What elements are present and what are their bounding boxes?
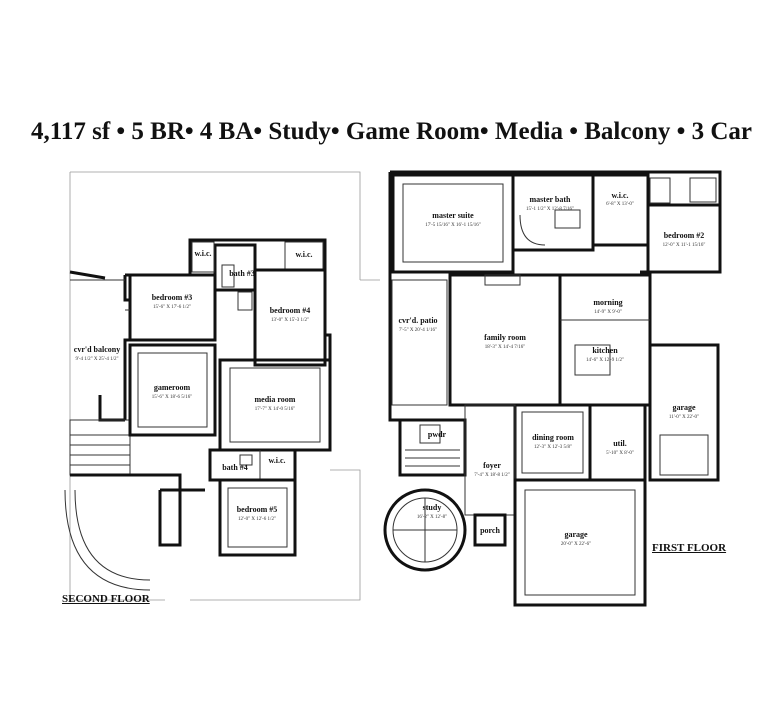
room-label: master suite [432, 211, 474, 220]
room-label: bath #4 [222, 463, 248, 472]
room-dims: 20'-0" X 22'-6" [561, 542, 591, 547]
room-label: bath #3 [229, 269, 255, 278]
room-label: cvr'd balcony [74, 345, 120, 354]
room-label: pwdr [428, 430, 447, 439]
room-dims: 5'-10" X 8'-0" [606, 451, 634, 456]
room-dims: 9'-4 1/2" X 25'-4 1/2" [75, 357, 118, 362]
room-label: w.i.c. [611, 191, 628, 200]
room-dims: 12'-0" X 12'-6 1/2" [238, 517, 276, 522]
room-label: media room [255, 395, 296, 404]
room-label: cvr'd. patio [398, 316, 437, 325]
room-label: garage [564, 530, 588, 539]
room-label: porch [480, 526, 500, 535]
room-label: master bath [530, 195, 572, 204]
room-label: family room [484, 333, 526, 342]
room-dims: 17'-5 15/16" X 16'-1 15/16" [425, 223, 481, 228]
room-dims: 11'-0" X 22'-0" [669, 415, 699, 420]
room-label: bedroom #2 [664, 231, 705, 240]
second-floor-plan [64, 171, 380, 601]
room-label: w.i.c. [268, 456, 285, 465]
room-label: garage [672, 403, 696, 412]
room-dims: 15'-1 1/2" X 12'-8 7/16" [526, 207, 574, 212]
room-dims: 17'-7" X 14'-0 5/16" [255, 407, 295, 412]
room-label: foyer [483, 461, 501, 470]
room-dims: 14'-9" X 9'-0" [594, 310, 622, 315]
room-dims: 7'-4" X 18'-8 1/2" [474, 473, 509, 478]
room-label: gameroom [154, 383, 191, 392]
room-dims: 15'-6" X 18'-6 5/16" [152, 395, 192, 400]
room-dims: 18'-3" X 14'-4 7/16" [485, 345, 525, 350]
second-floor-labels: bedroom #3 15'-6" X 17'-6 1/2" bath #3 w… [74, 249, 313, 522]
room-dims: 16'-2" X 12'-8" [417, 515, 447, 520]
first-floor-plan [383, 170, 722, 607]
room-label: bedroom #3 [152, 293, 193, 302]
room-dims: 7'-5" X 20'-4 1/16" [399, 328, 437, 333]
first-floor-labels: master suite 17'-5 15/16" X 16'-1 15/16"… [398, 191, 705, 547]
room-dims: 12'-3" X 12'-3 5/8" [534, 445, 572, 450]
first-floor-label: FIRST FLOOR [652, 542, 727, 554]
room-dims: 15'-6" X 17'-6 1/2" [153, 305, 191, 310]
room-dims: 14'-6" X 12'-9 1/2" [586, 358, 624, 363]
room-dims: 6'-8" X 13'-0" [606, 202, 634, 207]
room-label: util. [613, 439, 627, 448]
room-dims: 13'-0" X 15'-3 1/2" [271, 318, 309, 323]
room-dims: 12'-0" X 11'-1 15/16" [663, 243, 706, 248]
room-label: study [423, 503, 442, 512]
room-label: morning [593, 298, 622, 307]
room-label: kitchen [592, 346, 618, 355]
room-label: bedroom #4 [270, 306, 311, 315]
room-label: w.i.c. [295, 250, 312, 259]
room-label: bedroom #5 [237, 505, 278, 514]
room-label: dining room [532, 433, 574, 442]
room-label: w.i.c. [194, 249, 211, 258]
plan-title: 4,117 sf • 5 BR• 4 BA• Study• Game Room•… [31, 118, 752, 145]
second-floor-label: SECOND FLOOR [62, 593, 150, 605]
